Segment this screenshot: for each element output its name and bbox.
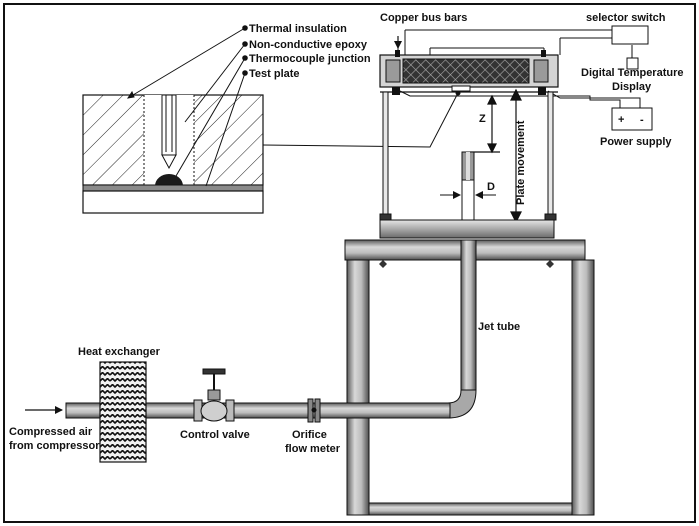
outer-border	[3, 3, 696, 523]
jet-tube	[460, 239, 477, 391]
label-digital-temperature: Digital Temperature	[581, 67, 684, 79]
label-from-compressor: from compressor	[9, 440, 100, 452]
orifice-flow-meter	[307, 398, 321, 423]
left-leg	[346, 259, 370, 516]
label-non-conductive-epoxy: Non-conductive epoxy	[249, 39, 368, 51]
label-d: D	[487, 181, 495, 193]
label-plate-movement: Plate movement	[515, 120, 527, 205]
piping	[65, 239, 477, 419]
label-display: Display	[612, 81, 652, 93]
base-block	[82, 190, 264, 214]
control-valve	[193, 368, 235, 422]
test-plate-strip	[82, 184, 264, 192]
label-test-plate: Test plate	[249, 68, 300, 80]
thermocouple-junction-bead	[155, 174, 183, 186]
main-pipe	[65, 402, 451, 419]
temperature-display-box	[626, 57, 639, 70]
label-thermocouple-junction: Thermocouple junction	[249, 53, 371, 65]
label-orifice: Orifice	[292, 429, 327, 441]
power-supply-box	[611, 107, 653, 131]
label-thermal-insulation: Thermal insulation	[249, 23, 347, 35]
wiring	[397, 29, 641, 108]
right-leg	[571, 259, 595, 516]
plate-movement-arrow	[510, 88, 522, 224]
selector-switch-box	[611, 25, 649, 45]
label-jet-tube: Jet tube	[478, 321, 520, 333]
label-z: Z	[479, 113, 486, 125]
inset-leaders	[126, 25, 248, 187]
top-plate	[379, 219, 555, 239]
label-power-minus: -	[640, 114, 644, 126]
label-power-supply: Power supply	[600, 136, 672, 148]
heater-mesh	[402, 58, 530, 84]
label-heat-exchanger: Heat exchanger	[78, 346, 161, 358]
bottom-rail	[368, 502, 573, 516]
label-flow-meter: flow meter	[285, 443, 341, 455]
z-dimension	[470, 94, 500, 154]
inset-connector	[262, 92, 459, 148]
detail-inset	[82, 94, 264, 214]
copper-bus-bar-assembly	[379, 50, 559, 95]
label-compressed-air: Compressed air	[9, 426, 93, 438]
label-power-plus: +	[618, 114, 624, 126]
label-copper-bus-bars: Copper bus bars	[380, 12, 467, 24]
heat-exchanger	[99, 361, 147, 463]
label-control-valve: Control valve	[180, 429, 250, 441]
label-selector-switch: selector switch	[586, 12, 666, 24]
thermocouple-probe	[161, 94, 177, 156]
pipe-elbow	[447, 389, 477, 419]
